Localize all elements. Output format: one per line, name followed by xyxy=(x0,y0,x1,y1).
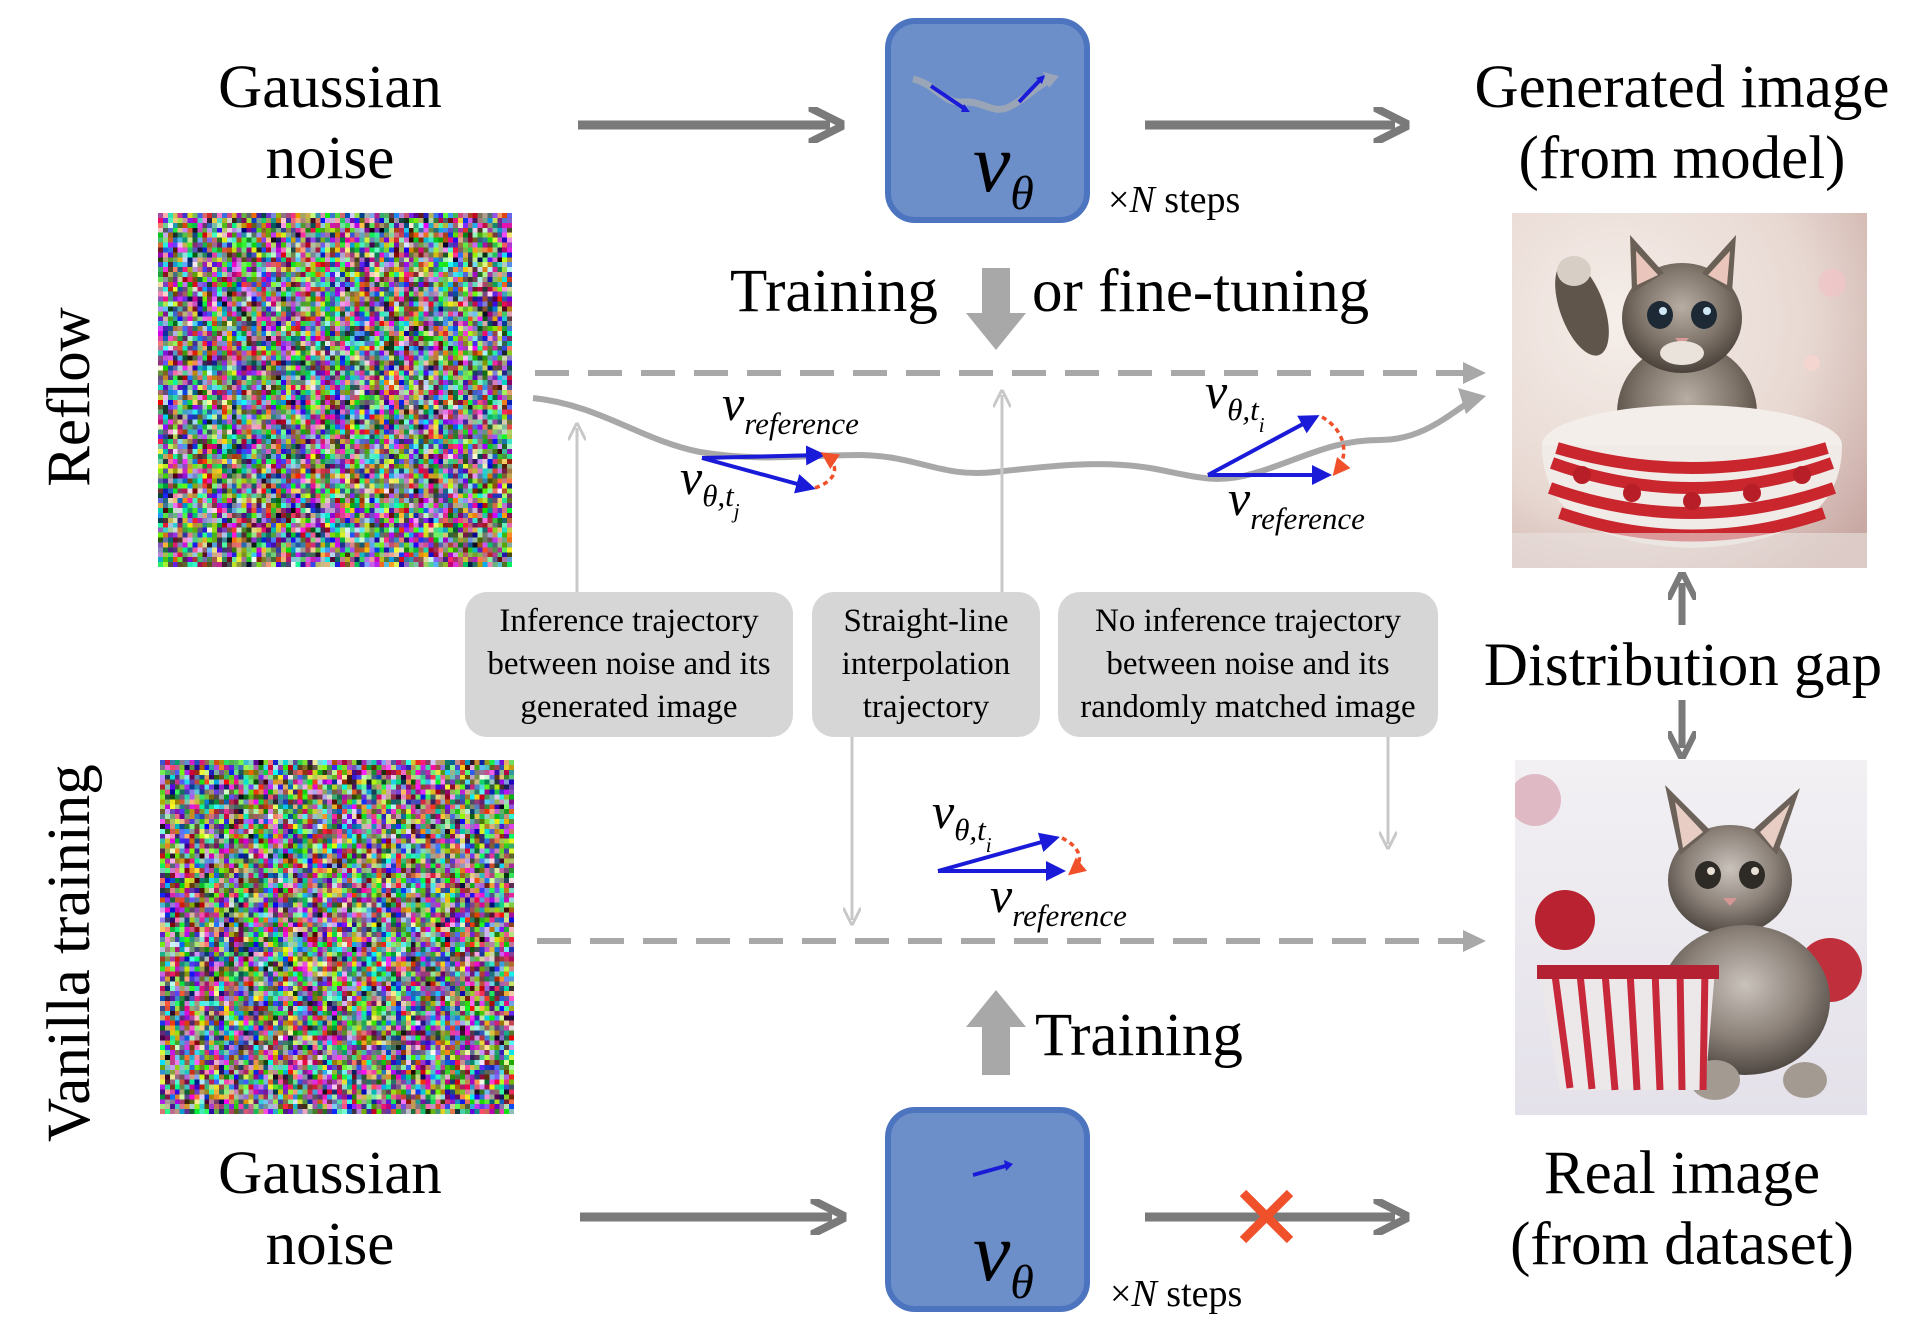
row-label-reflow: Reflow xyxy=(36,307,103,487)
row-label-vanilla: Vanilla training xyxy=(36,764,103,1142)
distribution-gap-label: Distribution gap xyxy=(1483,632,1883,699)
model-symbol-top: vθ xyxy=(973,117,1034,220)
inference-trajectory-curve xyxy=(532,395,1474,482)
steps-label-top: ×N steps xyxy=(1108,179,1241,221)
v-theta-label-right: vθ,ti xyxy=(1205,363,1265,437)
gaussian-noise-label-top: Gaussian noise xyxy=(218,54,442,193)
training-label-bottom: Training xyxy=(1035,1002,1243,1069)
real-image-label: Real image (from dataset) xyxy=(1510,1140,1854,1279)
dashed-head-top xyxy=(1463,362,1486,384)
curve-head xyxy=(1458,388,1486,414)
gaussian-noise-label-bottom: Gaussian noise xyxy=(218,1140,442,1279)
blocked-x-icon xyxy=(1239,1189,1294,1244)
generated-image xyxy=(1512,213,1867,568)
generated-image-label: Generated image (from model) xyxy=(1474,54,1890,193)
v-reference-label-right: vreference xyxy=(1228,470,1365,536)
model-symbol-bottom: vθ xyxy=(973,1206,1034,1309)
correction-left xyxy=(814,452,841,490)
gaussian-noise-image-top xyxy=(158,213,512,567)
vector-theta-vanilla xyxy=(937,832,1060,873)
trajectory-glyph-icon xyxy=(912,72,1059,113)
vector-theta-right xyxy=(1207,415,1320,477)
v-reference-label-left: vreference xyxy=(722,375,859,441)
steps-label-bottom: ×N steps xyxy=(1110,1273,1243,1315)
model-box-top: vθ xyxy=(885,18,1090,223)
v-theta-label-vanilla: vθ,ti xyxy=(932,783,992,857)
model-box-bottom: vθ xyxy=(885,1107,1090,1312)
training-up-arrow xyxy=(966,990,1026,1075)
correction-vanilla xyxy=(1061,836,1088,876)
callout-straight-line: Straight-line interpolation trajectory xyxy=(812,592,1040,737)
fine-tuning-label: or fine-tuning xyxy=(1032,258,1370,325)
training-down-arrow xyxy=(966,268,1026,350)
vector-reference-left xyxy=(701,445,826,466)
v-reference-label-vanilla: vreference xyxy=(990,867,1127,933)
training-label-top: Training xyxy=(730,258,938,325)
dashed-head-bottom xyxy=(1463,930,1486,952)
vector-theta-left xyxy=(701,456,816,494)
v-theta-label-left: vθ,tj xyxy=(680,449,740,523)
callout-no-inference: No inference trajectory between noise an… xyxy=(1058,592,1438,737)
gaussian-noise-image-bottom xyxy=(160,760,514,1114)
short-vector-icon xyxy=(972,1160,1013,1177)
real-image xyxy=(1515,760,1867,1115)
callout-inference-trajectory: Inference trajectory between noise and i… xyxy=(465,592,793,737)
